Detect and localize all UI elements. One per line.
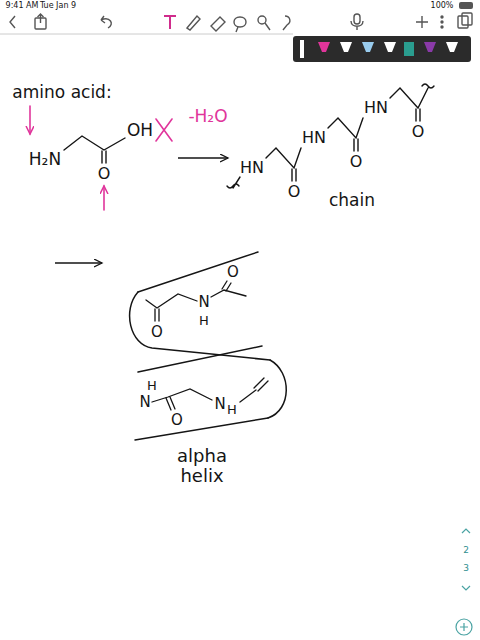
battery-level: 100% bbox=[431, 2, 454, 11]
page-number: 3 bbox=[463, 564, 469, 574]
structure-caption: chain bbox=[329, 191, 375, 210]
status-time: 9:41 AM bbox=[6, 2, 39, 11]
atom-label: HN bbox=[240, 159, 264, 177]
note-heading: amino acid: bbox=[12, 83, 111, 102]
helix-ribbon bbox=[130, 252, 287, 440]
status-date: Tue Jan 9 bbox=[40, 2, 76, 11]
atom-label: H₂N bbox=[29, 150, 61, 169]
amino-acid-bonds bbox=[64, 136, 125, 163]
atom-label: O bbox=[288, 183, 301, 201]
reaction-arrows bbox=[55, 158, 228, 263]
atom-label: H bbox=[227, 403, 237, 417]
atom-label: HN bbox=[302, 129, 326, 147]
atom-label: O bbox=[350, 153, 363, 171]
helix-bonds bbox=[146, 281, 268, 410]
structure-caption: alpha helix bbox=[157, 446, 247, 486]
atom-label: O bbox=[227, 264, 239, 281]
atom-label: HN bbox=[364, 99, 388, 117]
atom-label: N bbox=[214, 396, 225, 413]
atom-label: H bbox=[147, 379, 157, 393]
pen-palette bbox=[293, 36, 471, 62]
atom-label: N bbox=[198, 294, 209, 311]
atom-label: H bbox=[199, 314, 209, 328]
chain-bonds bbox=[227, 84, 434, 188]
page-number: 2 bbox=[463, 546, 469, 556]
atom-label: N bbox=[139, 394, 150, 411]
atom-label: OH bbox=[127, 121, 153, 140]
atom-label: O bbox=[171, 412, 183, 429]
atom-label: O bbox=[412, 123, 425, 141]
atom-label: O bbox=[151, 324, 163, 341]
toolbar bbox=[0, 2, 473, 34]
atom-label: O bbox=[98, 165, 111, 183]
water-loss-note: -H₂O bbox=[188, 107, 227, 126]
page-nav bbox=[456, 529, 472, 635]
